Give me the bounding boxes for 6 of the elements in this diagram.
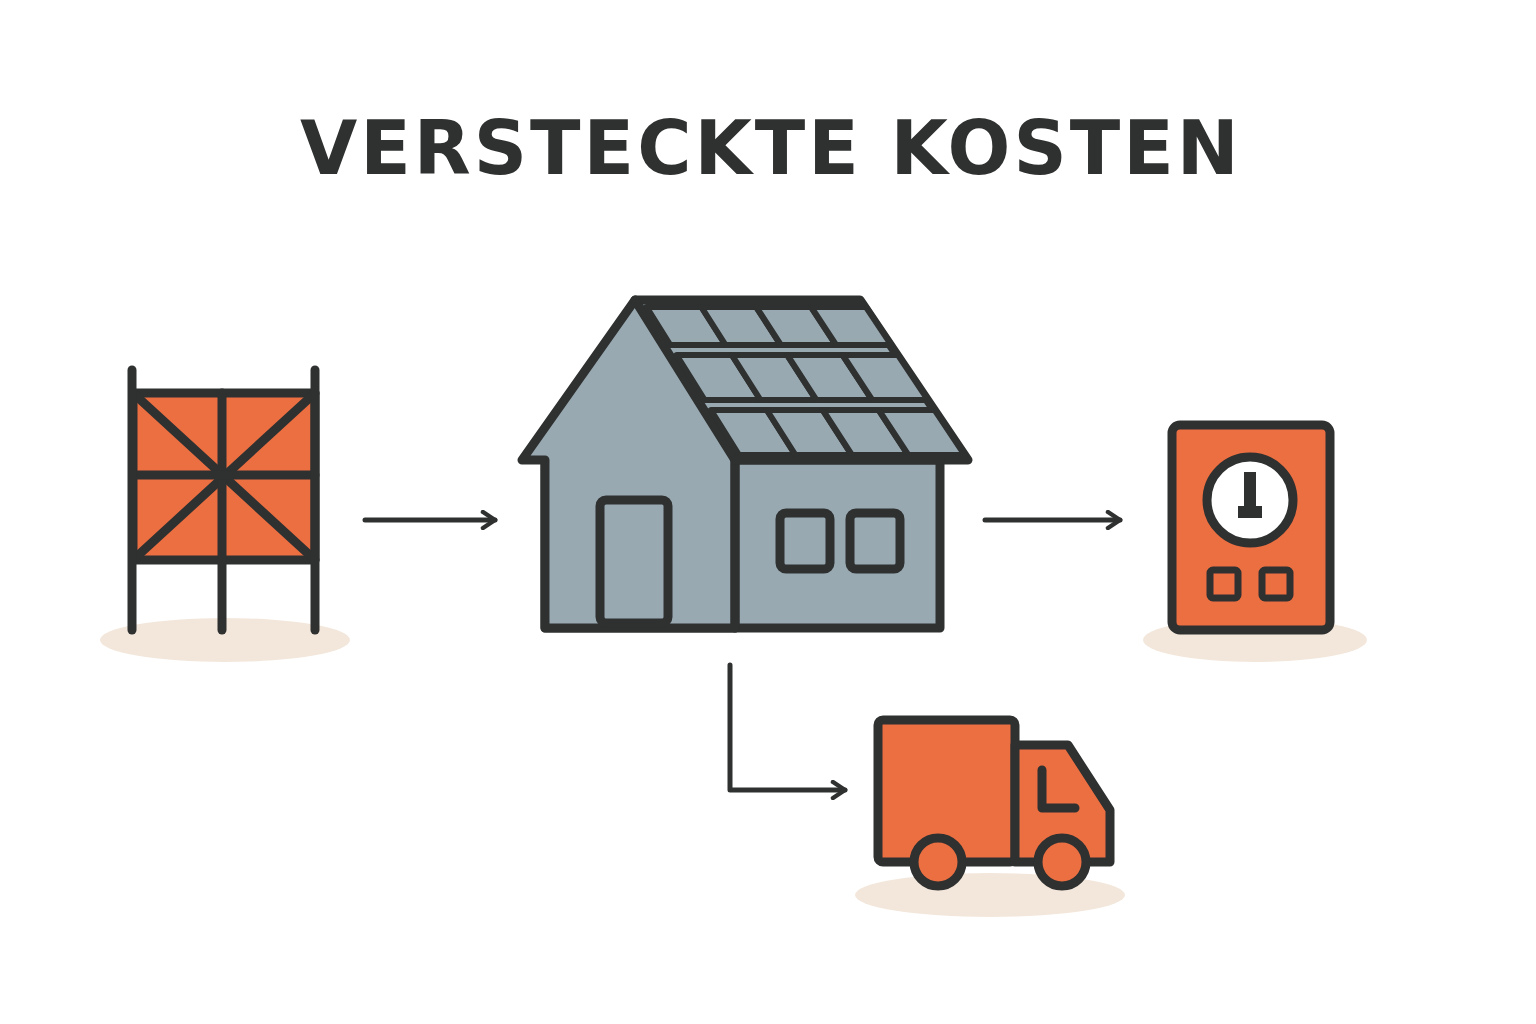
arrow [982,509,1123,531]
title: VERSTECKTE KOSTEN [300,108,1242,190]
arrow [362,509,498,531]
house-with-solar-panels-drawing [515,295,975,635]
electric-meter-drawing [1140,420,1370,665]
arrow [727,662,848,801]
